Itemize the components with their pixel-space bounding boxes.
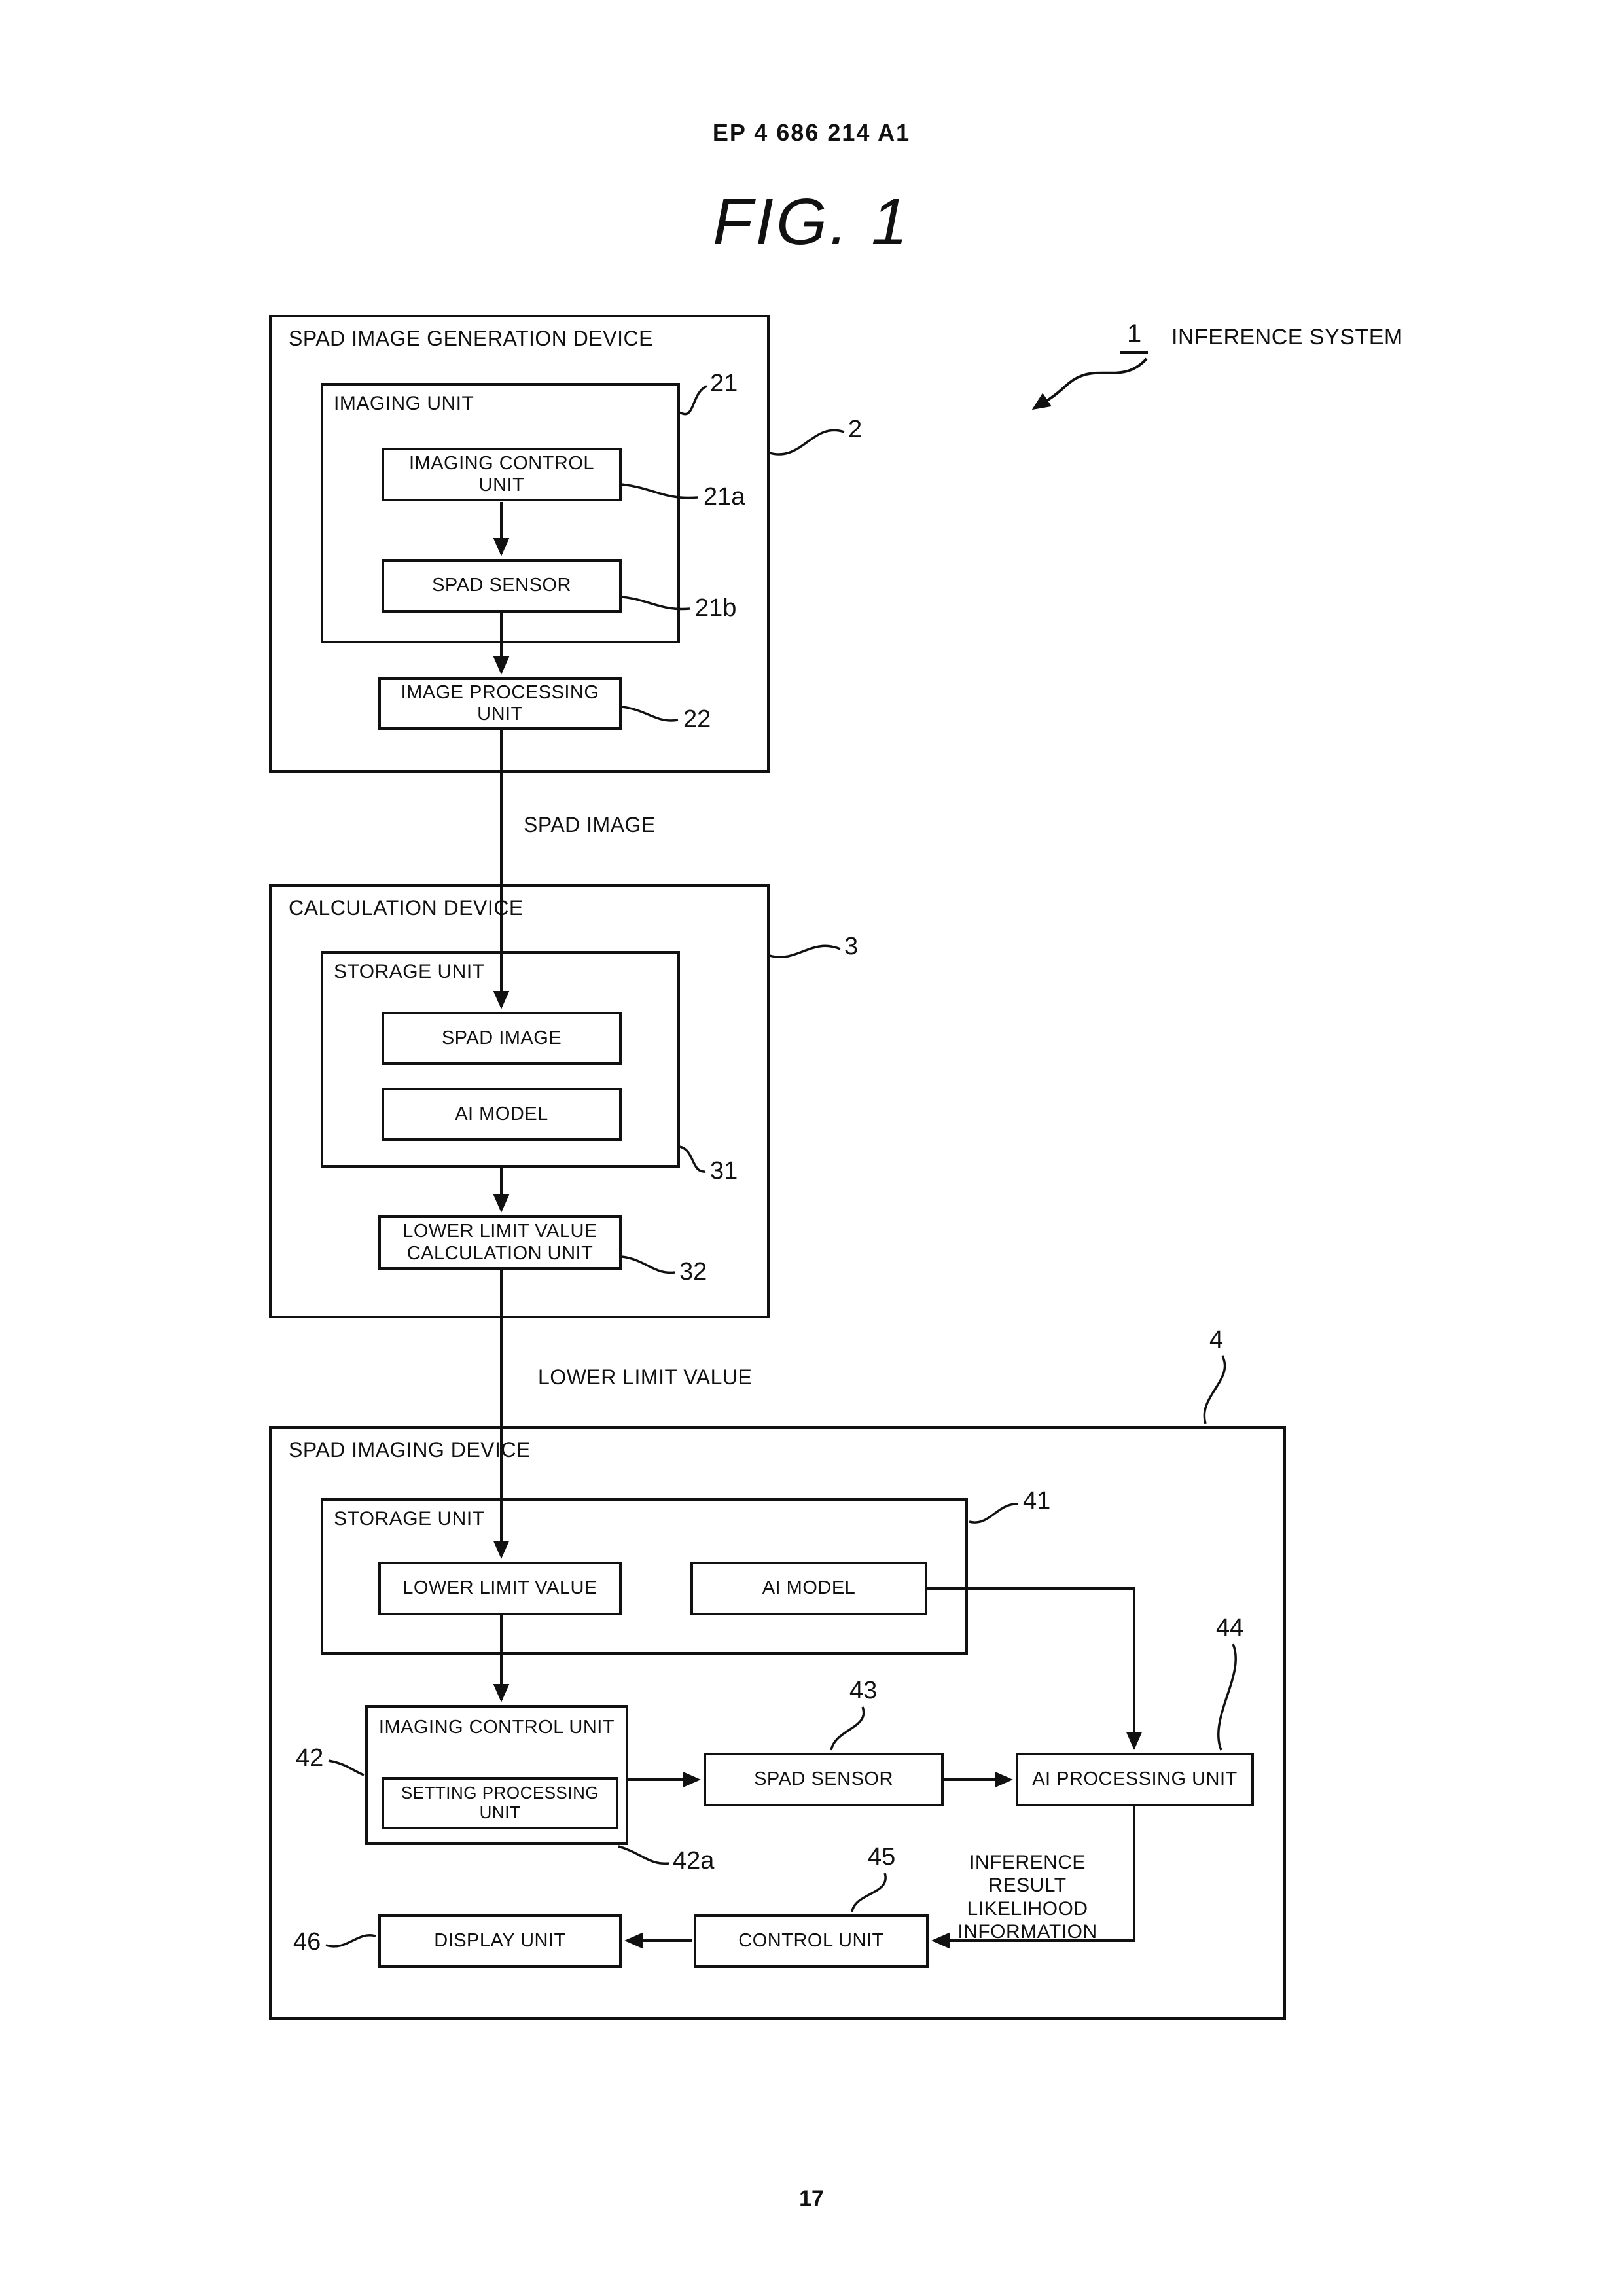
spad-image-generation-device-title: SPAD IMAGE GENERATION DEVICE [289,327,653,350]
leader-ref-21a [621,483,698,499]
storage-unit-31-box: STORAGE UNIT SPAD IMAGE AI MODEL [321,951,680,1168]
leader-ref-32 [621,1255,675,1274]
display-unit-label: DISPLAY UNIT [434,1930,566,1952]
spad-image-box: SPAD IMAGE [382,1012,622,1065]
leader-ref-42a [618,1845,669,1865]
lower-limit-value-label: LOWER LIMIT VALUE [402,1577,597,1599]
leader-ref-44 [1217,1643,1237,1751]
ref-42: 42 [296,1744,324,1772]
setting-processing-unit-label: SETTING PROCESSING UNIT [401,1783,599,1822]
ref-42a: 42a [673,1847,715,1874]
storage-unit-41-title: STORAGE UNIT [334,1508,485,1530]
ref-41: 41 [1023,1487,1051,1515]
leader-ref-21b [621,596,690,611]
leader-ref-2 [769,429,845,456]
spad-imaging-device-box: SPAD IMAGING DEVICE STORAGE UNIT LOWER L… [269,1426,1286,2020]
ref-45: 45 [868,1843,896,1871]
imaging-unit-title: IMAGING UNIT [334,393,474,414]
page-number: 17 [799,2186,824,2211]
ai-model-31-label: AI MODEL [455,1103,548,1124]
ref-46: 46 [293,1928,321,1956]
ref-21a: 21a [704,483,745,511]
leader-ref-45 [851,1873,887,1912]
spad-image-flow-label: SPAD IMAGE [524,813,656,836]
leader-ref-31 [679,1145,706,1173]
spad-image-generation-device-box: SPAD IMAGE GENERATION DEVICE IMAGING UNI… [269,315,770,773]
patent-number: EP 4 686 214 A1 [712,119,911,146]
image-processing-unit-label: IMAGE PROCESSING UNIT [401,681,599,725]
ref-21b: 21b [695,594,737,622]
spad-imaging-device-title: SPAD IMAGING DEVICE [289,1438,531,1462]
inference-system-label: INFERENCE SYSTEM [1171,325,1403,350]
leader-ref-42 [328,1759,365,1776]
ref-4: 4 [1209,1326,1224,1354]
ref-3: 3 [844,933,859,960]
control-unit-label: CONTROL UNIT [738,1930,884,1952]
imaging-control-unit-label: IMAGING CONTROL UNIT [408,452,594,495]
ref-2: 2 [848,416,863,443]
lower-limit-value-box: LOWER LIMIT VALUE [378,1562,622,1615]
imaging-control-unit-42-box: IMAGING CONTROL UNIT SETTING PROCESSING … [365,1705,628,1845]
spad-sensor-43-label: SPAD SENSOR [754,1768,893,1790]
leader-ref-41 [969,1503,1019,1524]
ref-43: 43 [849,1677,878,1704]
leader-ref-43 [830,1706,865,1751]
leader-ref-3 [769,944,841,958]
ai-processing-unit-box: AI PROCESSING UNIT [1016,1753,1254,1806]
imaging-unit-box: IMAGING UNIT IMAGING CONTROL UNIT SPAD S… [321,383,680,643]
imaging-control-unit-box: IMAGING CONTROL UNIT [382,448,622,501]
leader-ref-4 [1203,1355,1226,1424]
display-unit-box: DISPLAY UNIT [378,1914,622,1968]
setting-processing-unit-box: SETTING PROCESSING UNIT [382,1777,618,1829]
spad-sensor-label: SPAD SENSOR [432,575,571,596]
lower-limit-value-flow-label: LOWER LIMIT VALUE [538,1365,753,1389]
ref-21: 21 [710,370,738,397]
inference-result-flow-label: INFERENCE RESULT LIKELIHOOD INFORMATION [957,1852,1097,1943]
image-processing-unit-box: IMAGE PROCESSING UNIT [378,677,622,730]
spad-image-label: SPAD IMAGE [441,1027,562,1049]
ref-1: 1 [1120,319,1149,354]
ref-22: 22 [683,706,711,733]
ai-processing-unit-label: AI PROCESSING UNIT [1032,1768,1238,1790]
lower-limit-value-calculation-unit-label: LOWER LIMIT VALUE CALCULATION UNIT [402,1221,597,1264]
leader-ref-46 [325,1933,376,1948]
flow-ai-processing-to-control [931,1806,1135,1949]
imaging-control-unit-42-title: IMAGING CONTROL UNIT [378,1717,615,1738]
ref-32: 32 [679,1258,707,1285]
ref-44: 44 [1216,1614,1244,1641]
ref-31: 31 [710,1157,738,1185]
figure-title: FIG. 1 [713,185,910,259]
ai-model-31-box: AI MODEL [382,1088,622,1141]
control-unit-box: CONTROL UNIT [694,1914,929,1968]
lower-limit-value-calculation-unit-box: LOWER LIMIT VALUE CALCULATION UNIT [378,1215,622,1270]
leader-ref-21 [679,385,707,416]
leader-ref-22 [621,706,679,722]
system-pointer-arrow [1031,357,1148,410]
spad-sensor-43-box: SPAD SENSOR [704,1753,944,1806]
storage-unit-31-title: STORAGE UNIT [334,961,485,982]
spad-sensor-box: SPAD SENSOR [382,559,622,613]
ai-model-41-label: AI MODEL [762,1577,856,1599]
flow-ai-model-to-ai-processing [927,1587,1143,1750]
calculation-device-title: CALCULATION DEVICE [289,896,524,920]
ai-model-41-box: AI MODEL [690,1562,927,1615]
calculation-device-box: CALCULATION DEVICE STORAGE UNIT SPAD IMA… [269,884,770,1318]
storage-unit-41-box: STORAGE UNIT LOWER LIMIT VALUE AI MODEL [321,1498,968,1655]
